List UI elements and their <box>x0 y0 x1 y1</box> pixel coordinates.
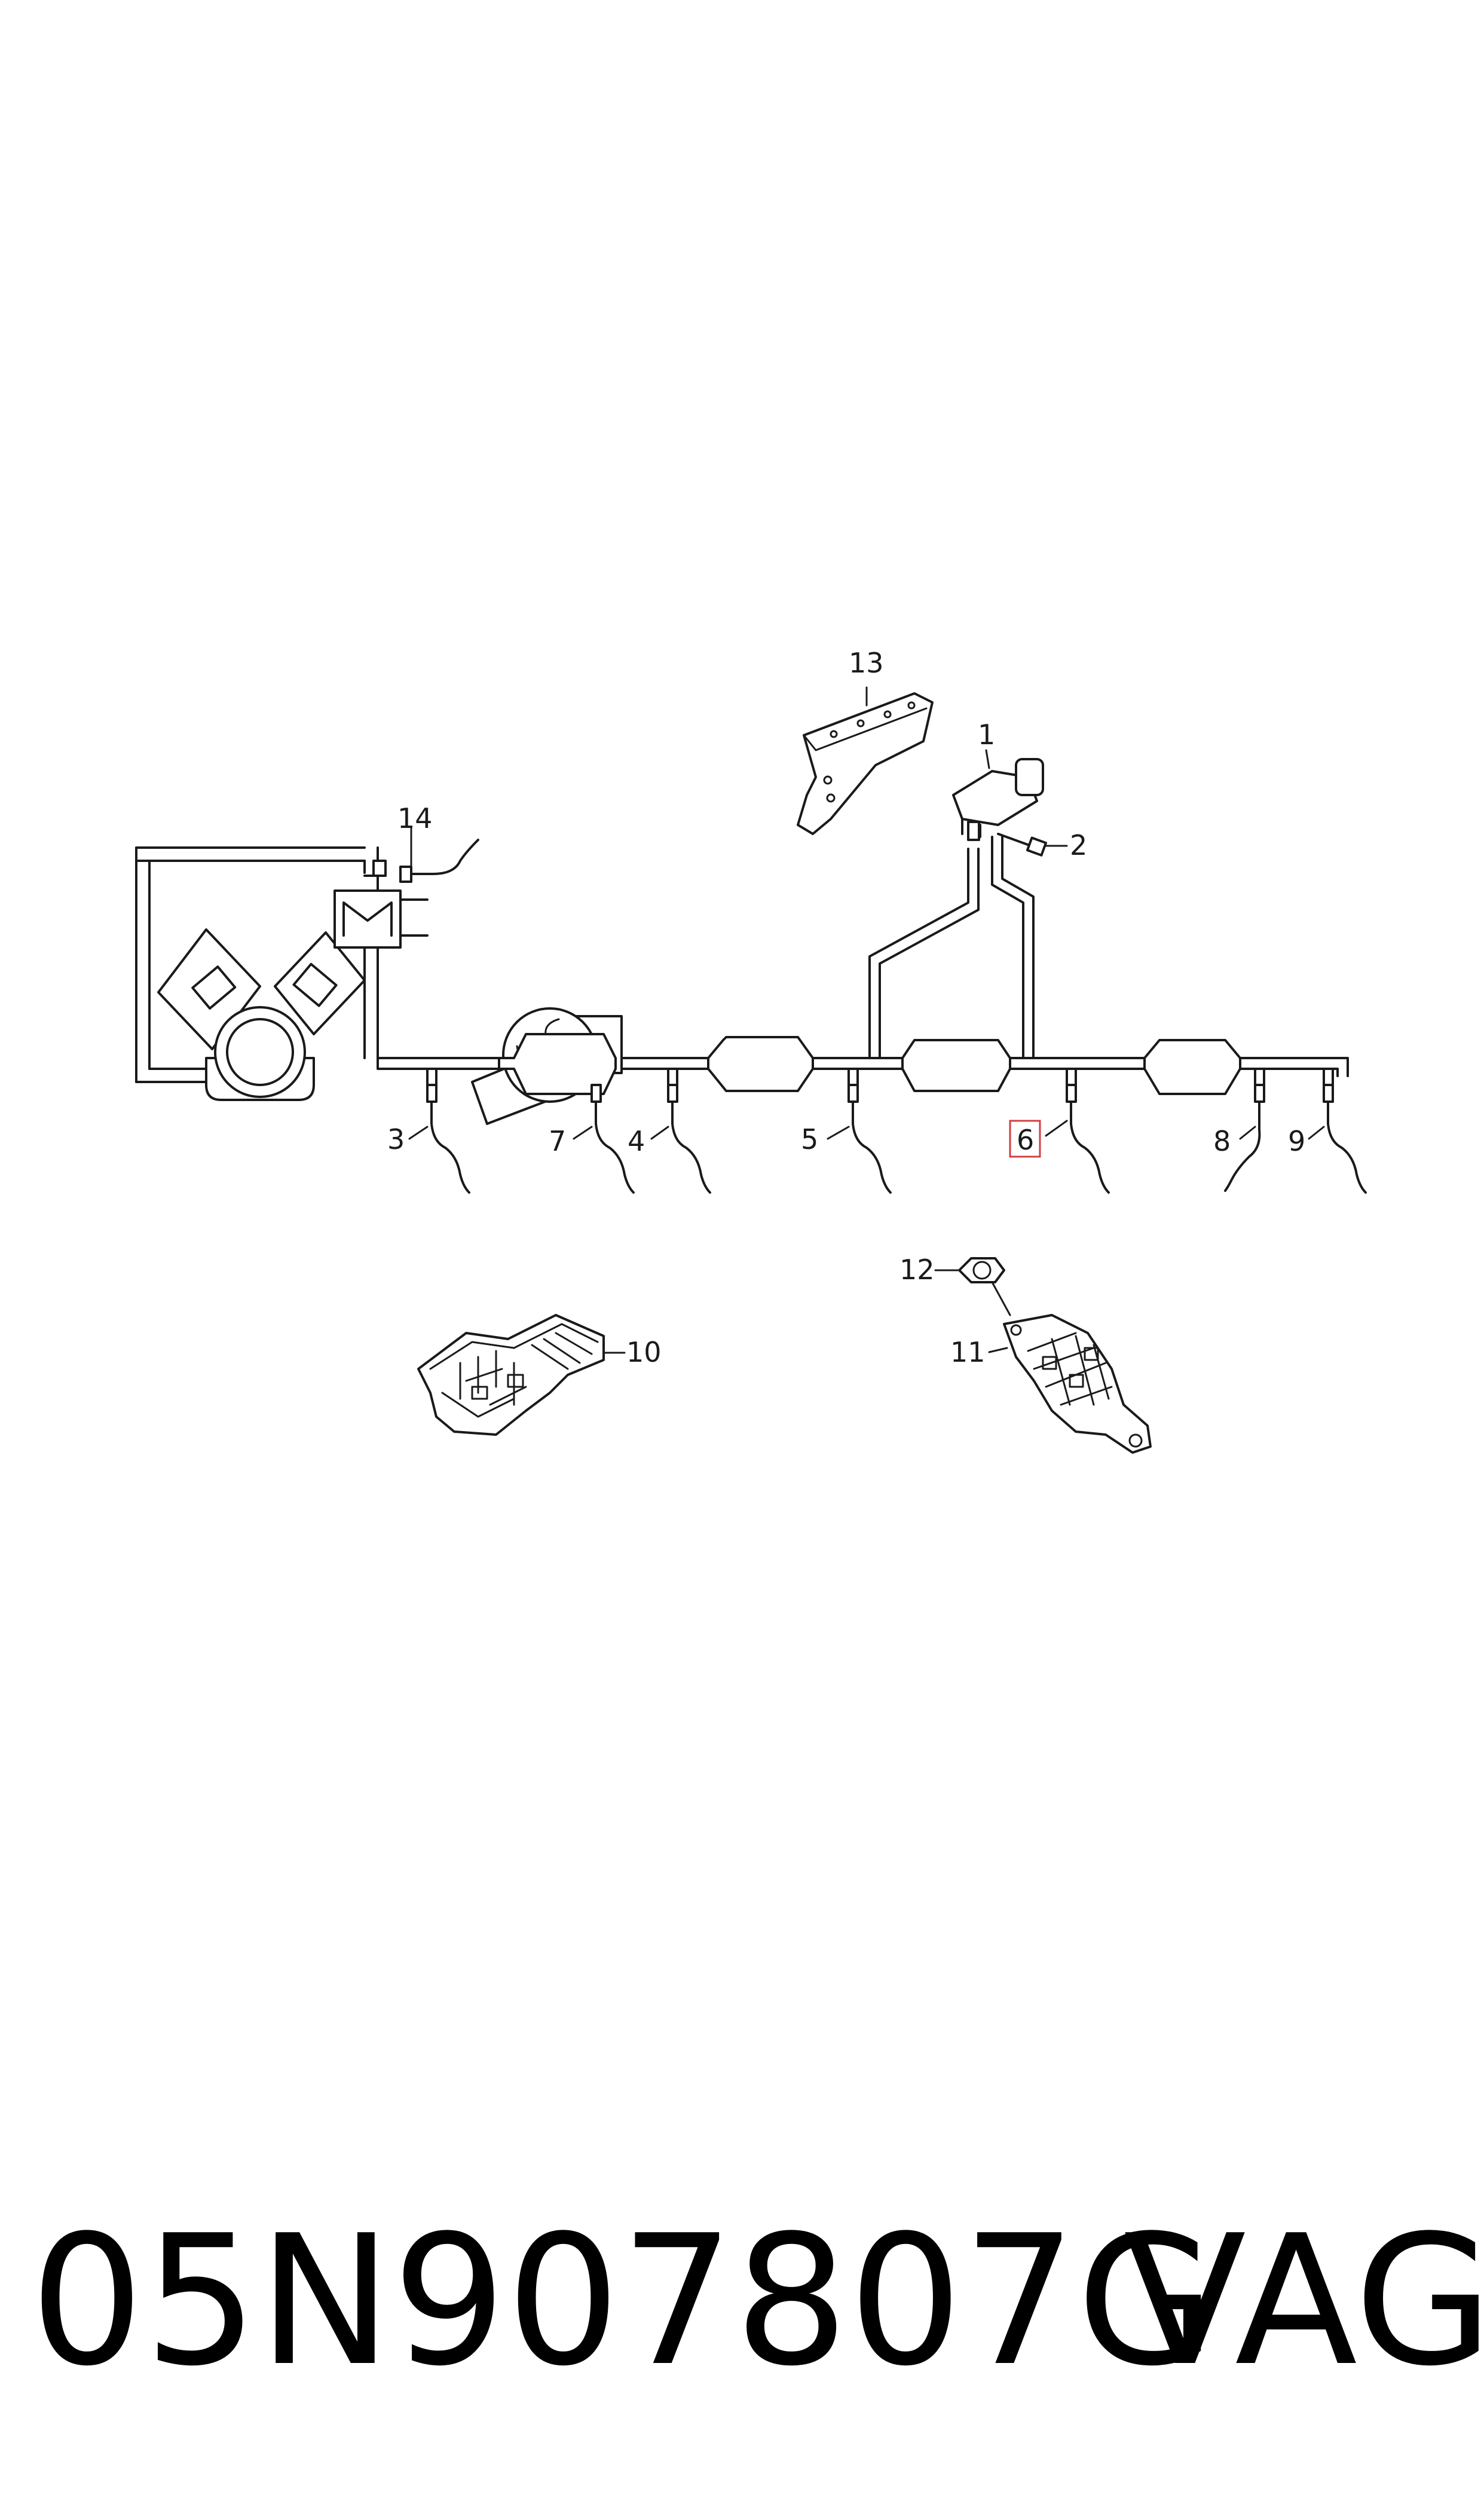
clip-12 <box>958 1257 1005 1283</box>
callout-1: 1 <box>978 719 995 751</box>
sensor-probes <box>426 1084 1367 1194</box>
pressure-lines <box>868 836 1035 1059</box>
wiring-holder-10 <box>417 1314 605 1436</box>
brand-name: VAG <box>1124 2197 1484 2405</box>
callout-10: 10 <box>626 1336 662 1368</box>
callout-8: 8 <box>1213 1125 1231 1157</box>
callout-6: 6 <box>1017 1124 1034 1156</box>
catalytic-converter-3 <box>1143 1039 1241 1095</box>
callout-14: 14 <box>397 802 433 834</box>
leader-lines <box>408 686 1325 1354</box>
temperature-sensor-14 <box>399 839 479 883</box>
callout-highlight-6 <box>1009 1120 1041 1158</box>
heat-shield-bracket <box>797 692 934 835</box>
catalytic-converter-2 <box>901 1039 1011 1092</box>
footer: 05N907807G VAG <box>30 2197 1484 2405</box>
callout-13: 13 <box>849 647 884 679</box>
callout-4: 4 <box>628 1125 645 1157</box>
callout-12: 12 <box>899 1254 935 1286</box>
wiring-holder-11 <box>1003 1314 1152 1454</box>
part-number: 05N907807G <box>30 2197 1216 2405</box>
catalytic-converter-1 <box>498 1033 814 1095</box>
callout-9: 9 <box>1288 1125 1305 1157</box>
callout-7: 7 <box>549 1125 566 1157</box>
intercooler <box>333 860 429 949</box>
callout-2: 2 <box>1070 829 1087 861</box>
callout-labels: 1 2 3 4 5 6 7 8 9 10 11 12 13 14 <box>387 647 1305 1368</box>
pressure-sensor <box>952 758 1044 841</box>
callout-5: 5 <box>801 1123 818 1155</box>
callout-3: 3 <box>387 1123 405 1155</box>
engine-block <box>157 928 366 1101</box>
callout-11: 11 <box>950 1336 986 1368</box>
bolt <box>997 833 1047 857</box>
